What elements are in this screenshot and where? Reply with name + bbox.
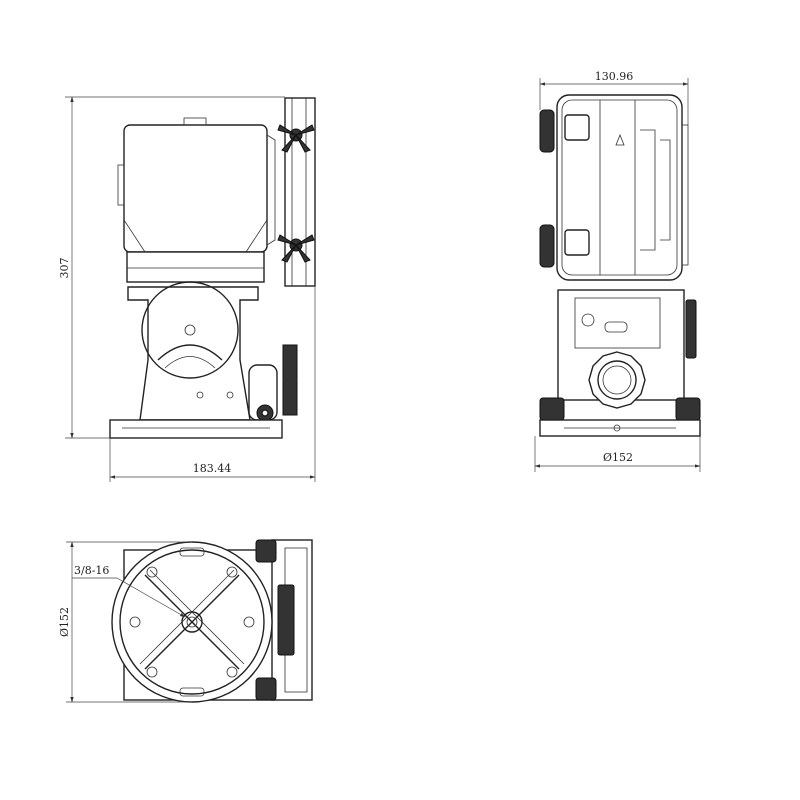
height-label: 307 [58, 258, 71, 279]
dim-front-width: 130.96 [539, 70, 689, 125]
star-knob-lower-icon [277, 234, 315, 263]
thread-label: 3/8-16 [74, 564, 109, 577]
dim-front-base: Ø152 [534, 436, 701, 472]
front-base-label: Ø152 [603, 451, 633, 464]
side-width-label: 183.44 [193, 462, 232, 475]
bottom-diameter-label: Ø152 [58, 607, 71, 637]
dim-height: 307 [58, 96, 285, 439]
dim-side-width: 183.44 [109, 286, 316, 482]
dim-bottom-diameter: Ø152 [58, 541, 192, 703]
star-knob-upper-icon [277, 124, 315, 153]
side-view [109, 97, 316, 439]
bottom-view: 3/8-16 [72, 539, 313, 703]
front-width-label: 130.96 [595, 70, 634, 83]
front-knob-icon [588, 351, 646, 409]
front-view [539, 94, 701, 437]
